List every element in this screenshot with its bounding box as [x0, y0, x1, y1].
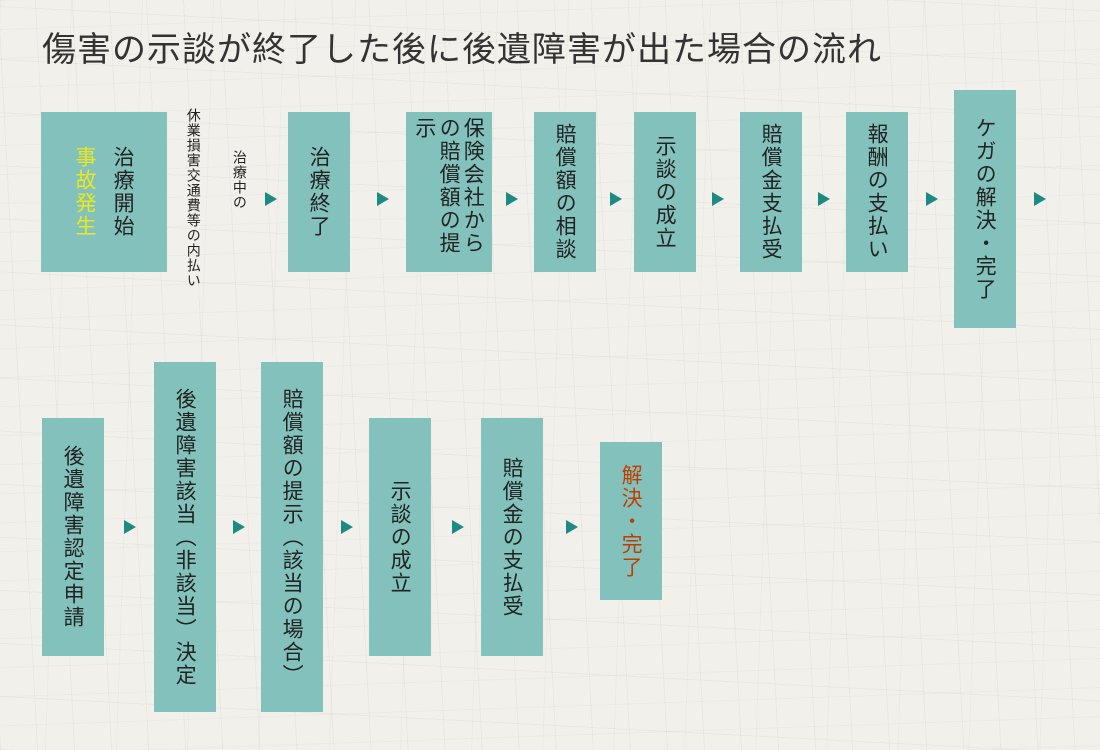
- flow-arrow: [452, 520, 464, 534]
- step-label: 賠償金の支払受: [500, 456, 525, 618]
- page-title: 傷害の示談が終了した後に後遺障害が出た場合の流れ: [42, 30, 882, 70]
- step-accident: 治療開始 事故発生: [41, 112, 167, 272]
- interim-payment-note-left: 休業損害交通費等の内払い: [184, 108, 201, 288]
- step-label: 報酬の支払い: [865, 123, 890, 261]
- step-fee-payment: 報酬の支払い: [846, 112, 908, 272]
- flow-arrow: [265, 192, 277, 206]
- step-final-label: 解決・完了: [619, 463, 644, 579]
- step-settlement-2: 示談の成立: [369, 418, 431, 656]
- step-treatment-end: 治療終了: [288, 112, 350, 272]
- step-payment-received: 賠償金支払受: [740, 112, 802, 272]
- step-label: 後遺障害該当（非該当）決定: [173, 387, 198, 687]
- step-payment-received-2: 賠償金の支払受: [481, 418, 543, 656]
- flow-arrow: [926, 192, 938, 206]
- flow-arrow: [341, 520, 353, 534]
- flow-arrow: [124, 520, 136, 534]
- flow-arrow: [1034, 192, 1046, 206]
- step-final-resolved: 解決・完了: [600, 442, 662, 600]
- step-label: 賠償額の相談: [553, 123, 578, 261]
- step-compensation-consult: 賠償額の相談: [534, 112, 596, 272]
- step-label: 治療終了: [307, 146, 332, 238]
- step-label: 賠償金支払受: [759, 123, 784, 261]
- step-label: 示談の成立: [388, 479, 413, 595]
- flow-arrow: [818, 192, 830, 206]
- step-label: 保険会社からの賠償額の提示: [412, 117, 486, 255]
- flow-arrow: [712, 192, 724, 206]
- interim-payment-note-right: 治療中の: [230, 150, 247, 210]
- step-label: 後遺障害認定申請: [61, 445, 86, 629]
- flow-arrow: [377, 192, 389, 206]
- step-injury-resolved: ケガの解決・完了: [954, 90, 1016, 328]
- step-settlement: 示談の成立: [634, 112, 696, 272]
- step-label: ケガの解決・完了: [973, 117, 998, 301]
- step-accident-sub-label: 治療開始: [111, 146, 136, 238]
- step-label: 示談の成立: [653, 134, 678, 250]
- flow-arrow: [610, 192, 622, 206]
- step-compensation-offer: 賠償額の提示（該当の場合）: [261, 362, 323, 712]
- flow-arrow: [233, 520, 245, 534]
- flow-arrow: [566, 520, 578, 534]
- step-accident-label: 事故発生: [73, 146, 97, 238]
- step-disability-decision: 後遺障害該当（非該当）決定: [154, 362, 216, 712]
- flow-arrow: [506, 192, 518, 206]
- step-insurer-offer: 保険会社からの賠償額の提示: [406, 112, 492, 272]
- step-disability-application: 後遺障害認定申請: [42, 418, 104, 656]
- step-label: 賠償額の提示（該当の場合）: [280, 387, 305, 687]
